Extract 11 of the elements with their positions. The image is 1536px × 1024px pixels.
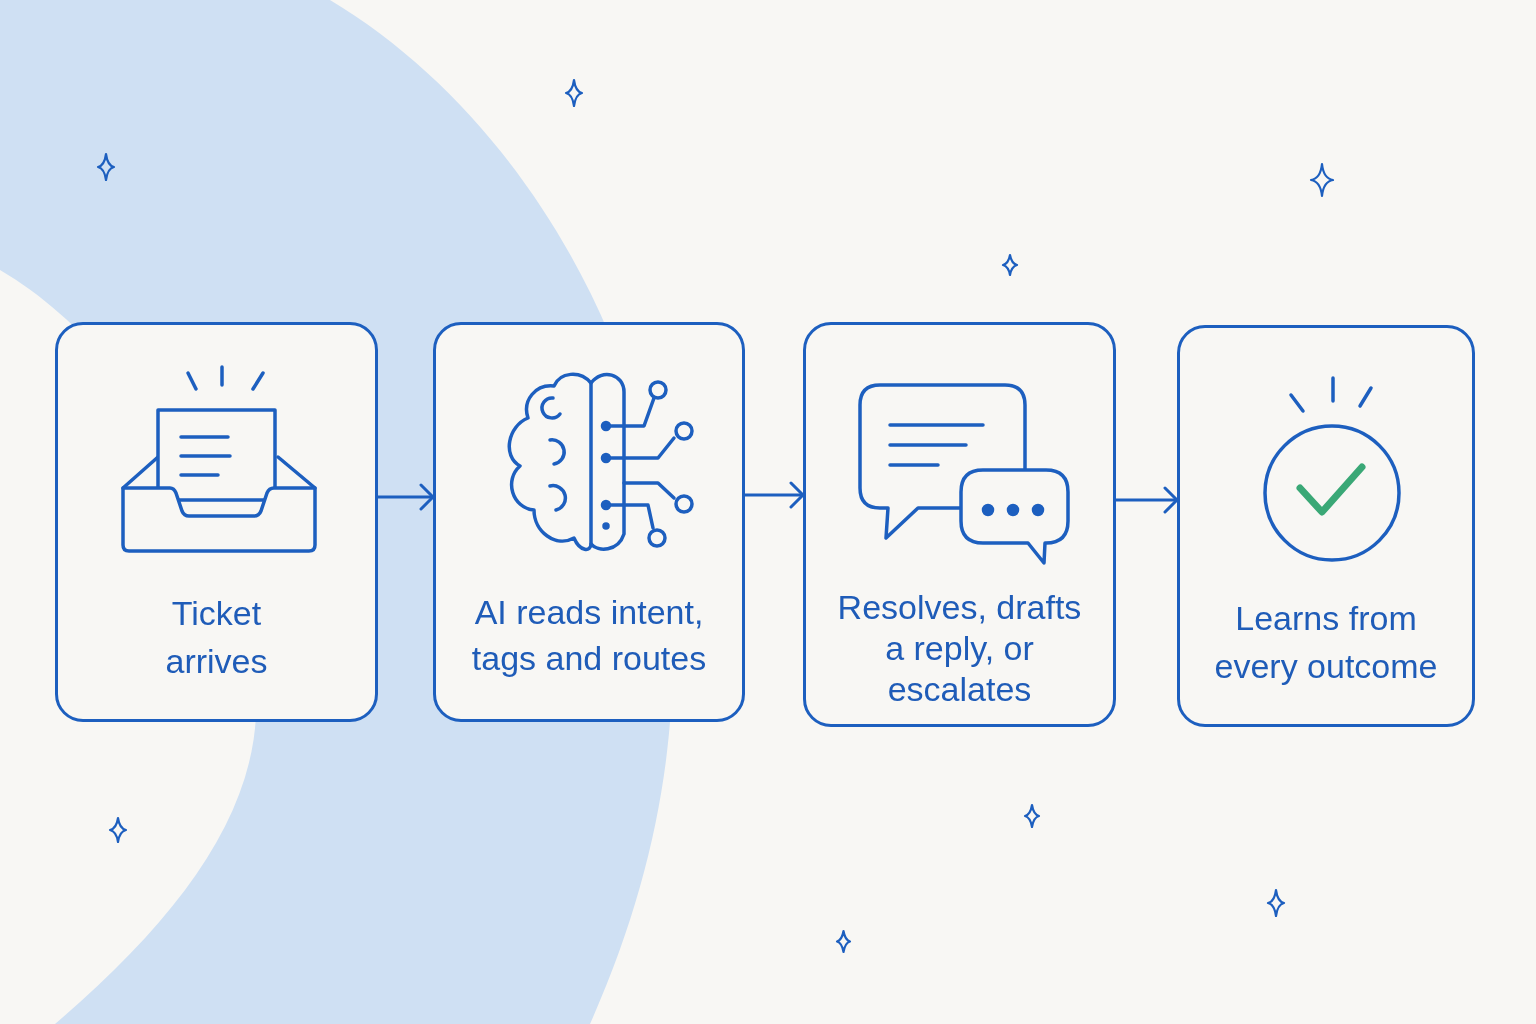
step-label: Ticket arrives: [164, 593, 269, 682]
step-card: [433, 322, 745, 722]
step-card: [1177, 325, 1475, 727]
arrow: [376, 483, 435, 511]
step-label: Learns from every outcome: [1213, 598, 1439, 687]
step-card: [55, 322, 378, 722]
step-card: [803, 322, 1116, 727]
step-label: Resolves, drafts a reply, or escalates: [836, 587, 1083, 710]
arrow: [1114, 486, 1179, 514]
step-label: AI reads intent, tags and routes: [470, 592, 708, 679]
arrow: [743, 481, 805, 509]
